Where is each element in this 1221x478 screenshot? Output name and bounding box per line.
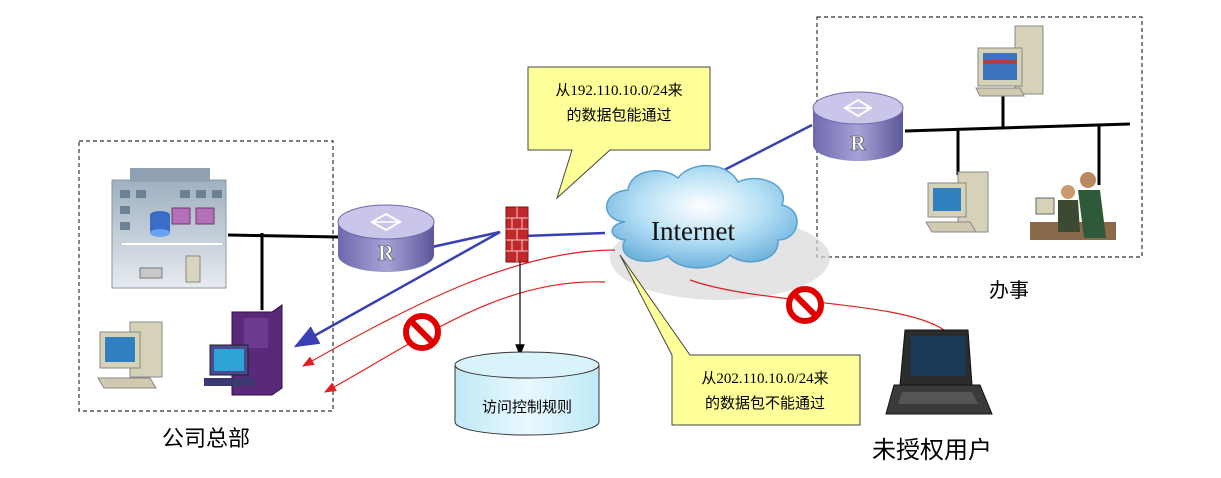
callout-deny-line2: 的数据包不能通过 [705, 394, 825, 412]
callout-allow-line1: 从192.110.10.0/24来 [555, 82, 682, 99]
headquarters-label: 公司总部 [162, 427, 250, 452]
blocked-flows [301, 249, 945, 393]
router-icon: R [337, 204, 435, 272]
acl-label: 访问控制规则 [482, 398, 572, 416]
callout-allow: 从192.110.10.0/24来 的数据包能通过 [527, 66, 711, 200]
internet-label: Internet [651, 216, 735, 246]
server-tower-icon [204, 304, 283, 396]
callout-deny-line1: 从202.110.10.0/24来 [701, 370, 828, 387]
router-label: R [378, 240, 395, 265]
desktop-pc-icon [975, 25, 1044, 97]
lan-links [227, 94, 1131, 310]
callout-deny: 从202.110.10.0/24来 的数据包不能通过 [619, 254, 861, 426]
building-icon [111, 168, 227, 289]
office-label: 办事 [989, 278, 1029, 302]
router-label: R [850, 131, 866, 155]
prohibition-icon [403, 313, 441, 351]
database-cylinder-icon: 访问控制规则 [454, 351, 600, 436]
unauthorized-user-label: 未授权用户 [872, 436, 992, 464]
callout-allow-line2: 的数据包能通过 [566, 106, 671, 124]
cloud-icon: Internet [605, 165, 798, 269]
router-icon: R [812, 91, 904, 161]
firewall-icon [505, 206, 529, 263]
prohibition-icon [786, 286, 824, 324]
permitted-links [293, 123, 813, 348]
headquarters-boundary [78, 140, 334, 412]
desktop-pc-icon [925, 171, 989, 233]
people-at-computer-icon [1030, 172, 1116, 240]
desktop-pc-icon [97, 321, 163, 389]
laptop-icon [885, 329, 993, 415]
